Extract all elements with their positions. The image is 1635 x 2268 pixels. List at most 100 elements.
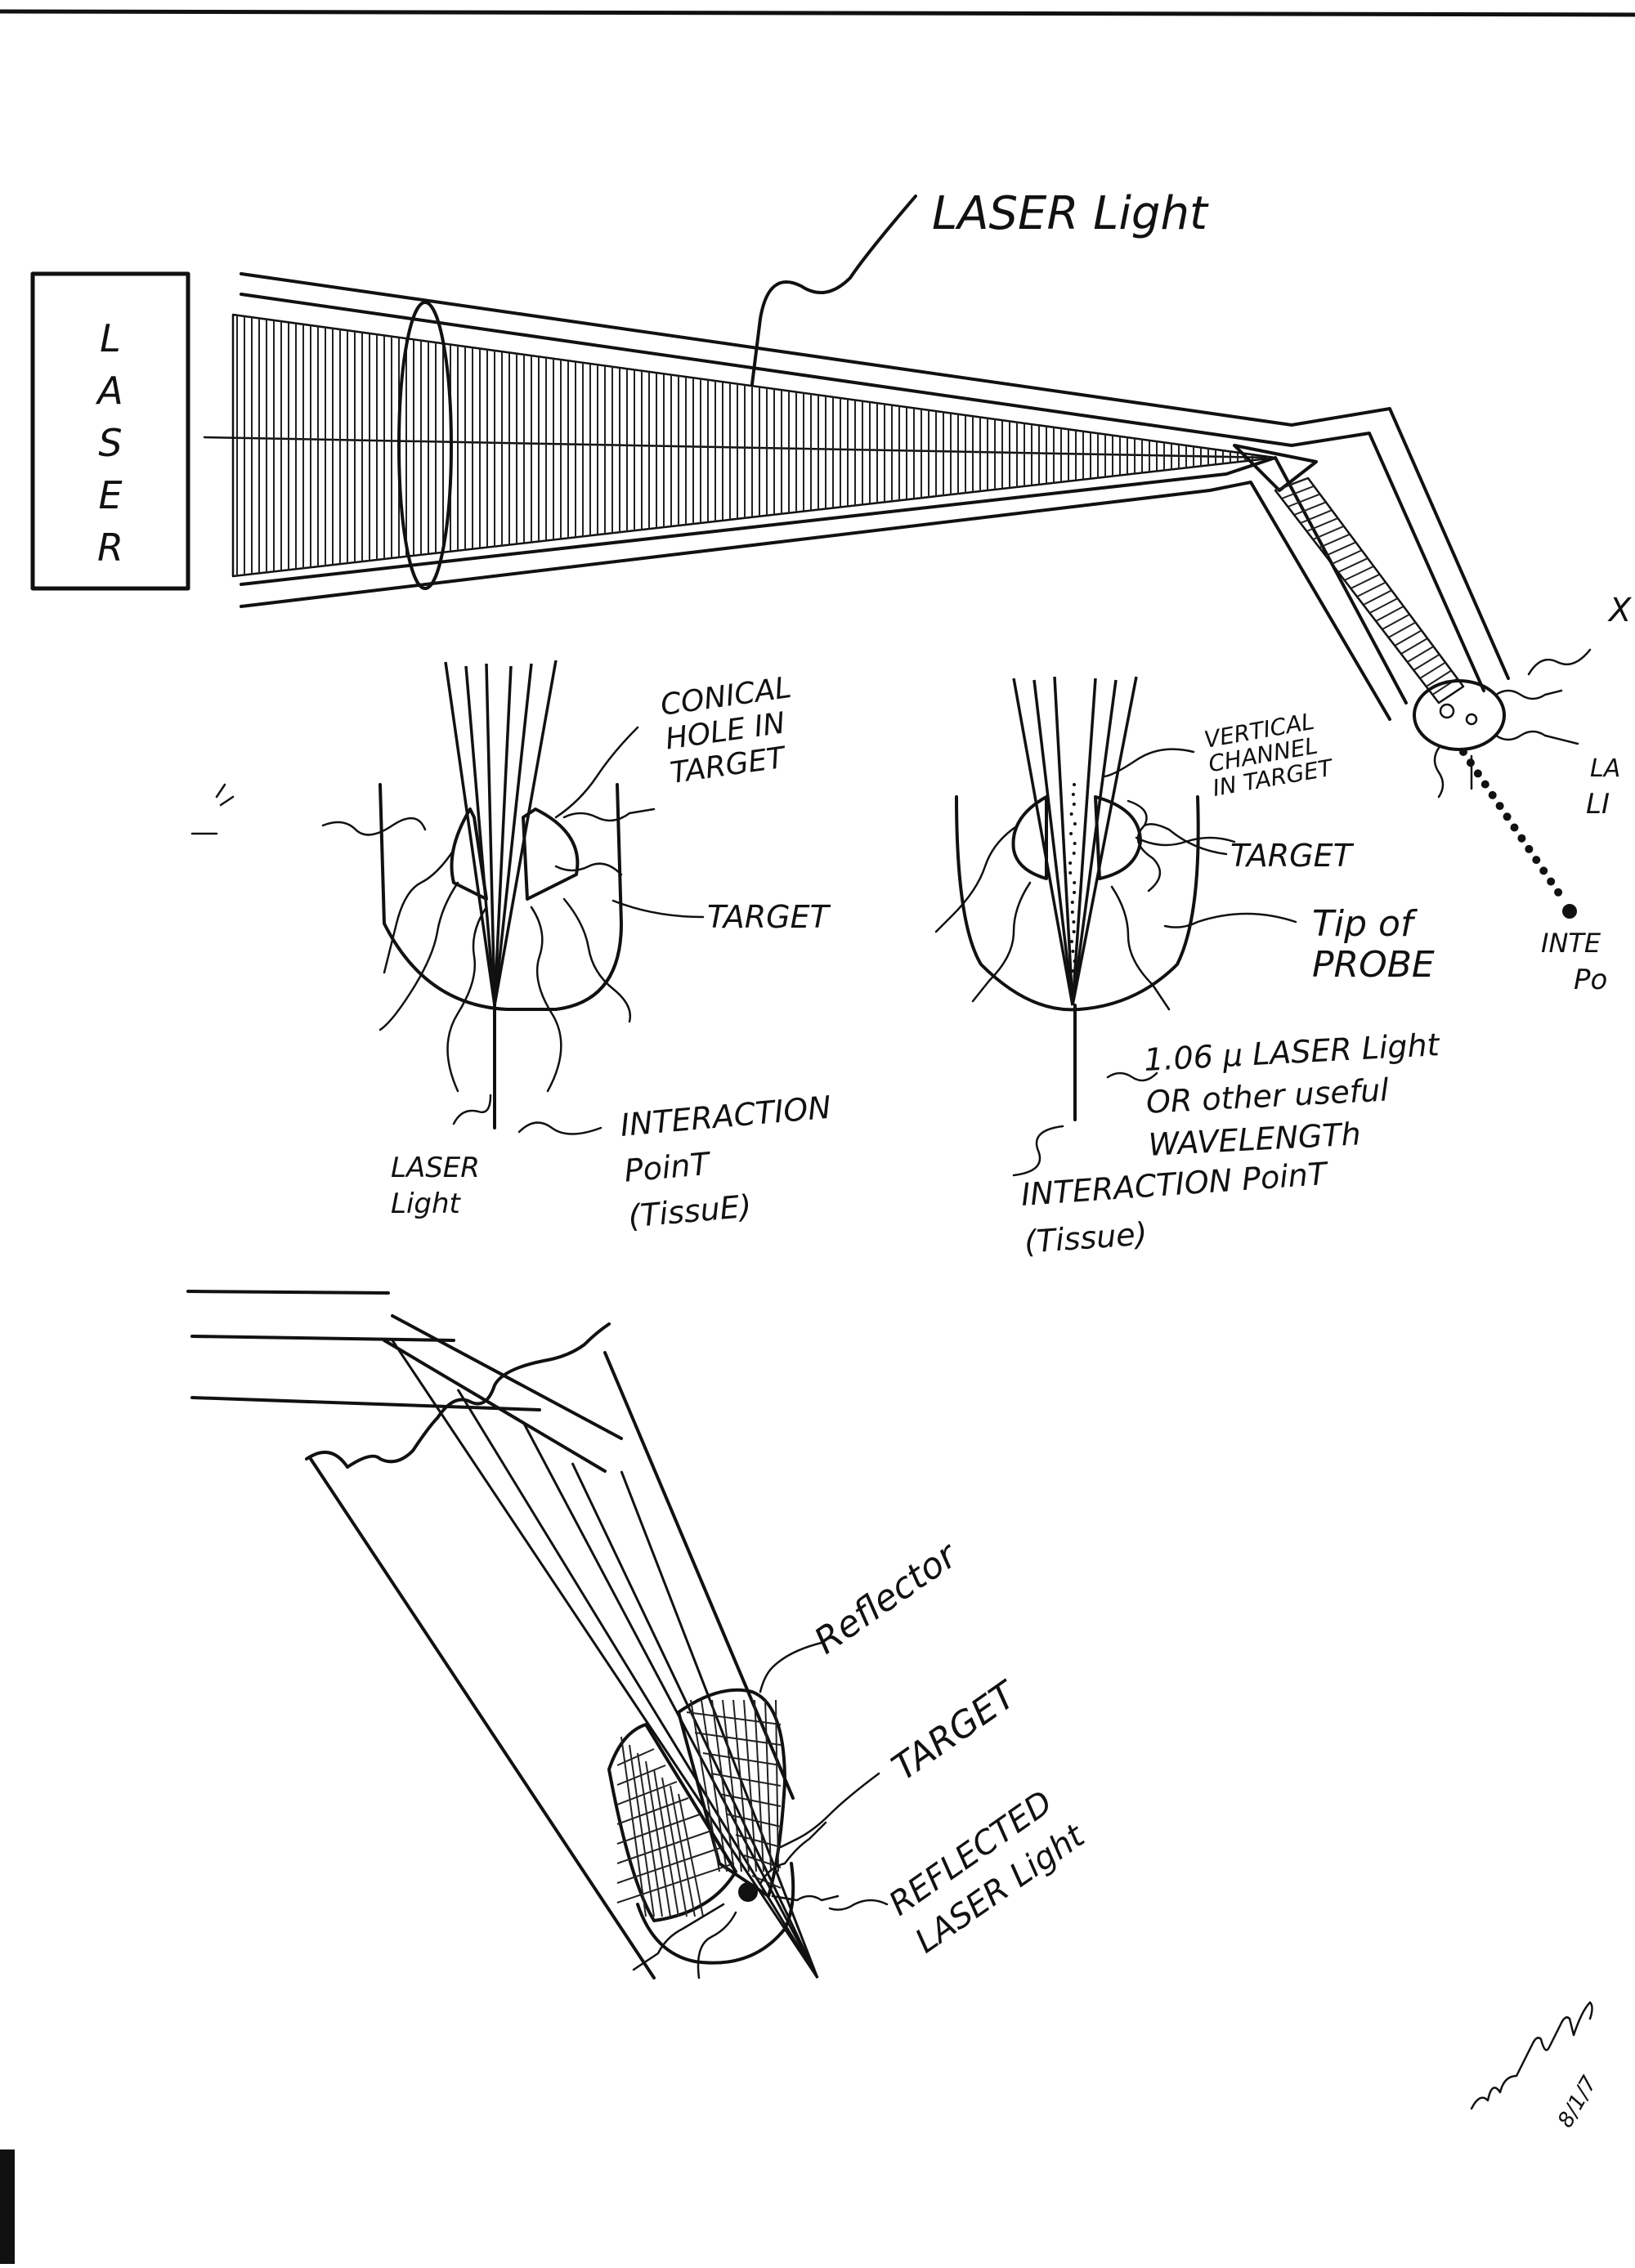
edge-x-mark: X <box>1607 592 1633 629</box>
lblLeftLaser-line: Light <box>391 1188 462 1220</box>
right-beam-ray <box>1073 680 1116 1005</box>
channel-dot <box>1073 881 1076 884</box>
channel-dot <box>1071 910 1074 914</box>
dotted-path-dot <box>1532 856 1540 864</box>
right-beam-ray <box>1073 677 1136 1005</box>
edge-li-mark: LI <box>1586 788 1610 821</box>
right-beam-ray <box>1034 680 1073 1005</box>
channel-dot <box>1070 940 1073 943</box>
right-wavelength-label: 1.06 μ LASER LightOR other usefulWAVELEN… <box>1143 1027 1446 1163</box>
lblTip-line: Tip of <box>1312 903 1418 945</box>
lower-reflector-cup <box>609 1724 736 1921</box>
channel-dot <box>1073 960 1077 963</box>
dotted-laser-path <box>1459 748 1562 897</box>
lblLeftLaser-line: LASER <box>391 1152 480 1184</box>
bottom-target-dot <box>738 1882 758 1902</box>
channel-dot <box>1073 842 1077 845</box>
dotted-path-dot <box>1547 878 1555 886</box>
left-target-leader <box>613 901 703 917</box>
dotted-path-dot <box>1503 812 1512 821</box>
bent-beam-hatch <box>1382 615 1409 629</box>
channel-dot <box>1073 822 1077 825</box>
channel-dot <box>1070 812 1073 816</box>
dotted-path-dot <box>1525 845 1533 853</box>
lblWave-line: WAVELENGTh <box>1148 1116 1362 1163</box>
lower-hatch-line <box>621 1737 646 1917</box>
edge-po-mark: Po <box>1574 964 1607 996</box>
right-channel-label: VERTICALCHANNELIN TARGET <box>1202 705 1336 802</box>
channel-dot <box>1071 901 1074 904</box>
channel-dot <box>1068 861 1072 865</box>
interaction-point-dot <box>1562 904 1577 919</box>
laser-box-letter: L <box>100 316 121 360</box>
bent-beam-hatch <box>1351 575 1379 588</box>
dotted-path-dot <box>1489 791 1497 799</box>
lblLeftInteract-line: INTERACTION <box>619 1089 832 1143</box>
left-target-label: TARGET <box>707 899 831 935</box>
lblWave-line: 1.06 μ LASER Light <box>1143 1027 1441 1078</box>
bent-beam-hatch <box>1313 526 1344 539</box>
bent-beam-hatch <box>1319 535 1350 548</box>
dotted-path-dot <box>1554 888 1562 897</box>
right-target-right-half <box>1095 797 1140 879</box>
channel-dot <box>1073 783 1076 786</box>
channel-dot <box>1071 950 1074 953</box>
bent-beam-hatch <box>1357 583 1386 597</box>
laser-box-letter: S <box>98 421 122 465</box>
left-conical-leader <box>556 727 638 817</box>
dotted-path-dot <box>1539 866 1548 875</box>
bent-beam-hatch <box>1364 590 1392 605</box>
laser-beam-cone <box>233 315 1275 576</box>
edge-la-mark: LA <box>1590 754 1620 783</box>
reflected-laser-light-label: REFLECTEDLASER Light <box>882 1779 1092 1961</box>
channel-dot <box>1069 832 1073 835</box>
right-vertical-channel-detail: VERTICALCHANNELIN TARGET TARGET Tip ofPR… <box>936 677 1446 1260</box>
upper-hatch-line <box>736 1835 781 1847</box>
bent-beam-hatch <box>1332 550 1362 564</box>
fiber-outer-top <box>241 274 1508 678</box>
laser-light-leader <box>752 196 916 384</box>
bottom-beam-ray <box>392 1340 818 1978</box>
left-target-right-half <box>523 809 577 899</box>
channel-dot <box>1073 852 1076 855</box>
lblWave-line: OR other useful <box>1145 1071 1390 1121</box>
bottom-converging-beam <box>392 1340 818 1978</box>
lblRightInteract-line: INTERACTION PoinT <box>1020 1156 1331 1213</box>
left-conical-hole-detail: CONICALHOLE INTARGET TARGET LASER Light I… <box>192 660 840 1235</box>
edge-inte-mark: INTE <box>1541 928 1601 959</box>
laser-light-label: LASER Light <box>932 187 1209 240</box>
laser-box-letter: E <box>98 473 122 517</box>
lblTip-line: PROBE <box>1312 944 1435 986</box>
signature: 8/1/7 <box>1472 2002 1602 2132</box>
optical-axis-line <box>204 437 1275 458</box>
top-laser-fiber-diagram: LASER LASER Light <box>33 187 1633 996</box>
bent-beam-hatch <box>1338 558 1368 572</box>
dotted-path-dot <box>1459 748 1467 756</box>
left-conical-hole-label: CONICALHOLE INTARGET <box>659 671 804 790</box>
dotted-path-dot <box>1496 802 1504 810</box>
bent-beam-hatch <box>1326 542 1356 556</box>
bent-beam-hatch <box>1345 566 1374 580</box>
dotted-path-dot <box>1474 769 1482 777</box>
bent-beam-hatch <box>1376 606 1404 621</box>
bottom-reflector-diagram: Reflector TARGET REFLECTEDLASER Light <box>188 1291 1092 1978</box>
laser-box-letter: A <box>95 369 123 413</box>
dotted-path-dot <box>1511 824 1519 832</box>
right-interaction-label: INTERACTION PoinT(Tissue) <box>1020 1156 1334 1260</box>
laser-box-label: LASER <box>95 316 123 570</box>
lblRightInteract-line: (Tissue) <box>1024 1215 1149 1259</box>
channel-dot <box>1073 930 1076 933</box>
lower-hatch-line <box>617 1782 677 1805</box>
right-tip-label: Tip ofPROBE <box>1312 903 1435 986</box>
reflector-label: Reflector <box>807 1533 966 1662</box>
signature-date: 8/1/7 <box>1553 2072 1602 2132</box>
lower-hatch-line <box>617 1847 723 1883</box>
lblLeftInteract-line: (TissuE) <box>627 1188 753 1235</box>
right-converging-beam <box>1014 677 1136 1005</box>
bottom-target-label: TARGET <box>885 1673 1026 1789</box>
bent-beam-hatch <box>1369 598 1397 613</box>
bottom-beam-ray <box>621 1471 818 1978</box>
probe-tip <box>1414 681 1504 749</box>
channel-dot <box>1073 891 1076 894</box>
